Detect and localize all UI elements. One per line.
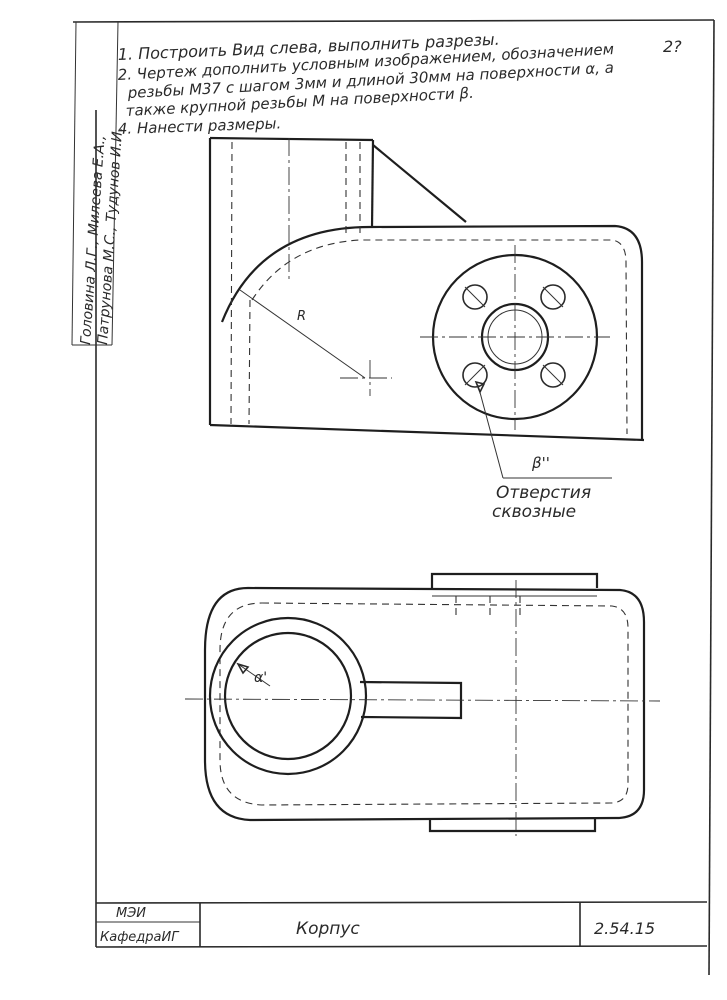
frame-top [72,19,715,23]
title-org: МЭИ [116,906,146,921]
author-strip-left [71,21,77,346]
front-view [208,136,645,479]
radius-label: R [297,309,306,324]
sheet-number: 2? [663,37,682,56]
holes-note-line2: сквозные [492,502,576,522]
beta-label: β'' [531,454,550,472]
title-dept: КафедраИГ [100,930,180,945]
task-line-5: 4. Нанести размеры. [118,114,282,138]
frame-right [708,19,715,976]
author-strip-right [111,21,119,346]
frame-bottom [95,945,708,948]
top-view [184,572,661,836]
alpha-label: α' [254,670,267,686]
title-part-name: Корпус [296,919,360,939]
title-code: 2.54.15 [594,919,655,938]
holes-note-line1: Отверстия [496,483,591,503]
task-text: 1. Построить Вид слева, выполнить разрез… [117,30,614,138]
title-block [95,901,708,947]
